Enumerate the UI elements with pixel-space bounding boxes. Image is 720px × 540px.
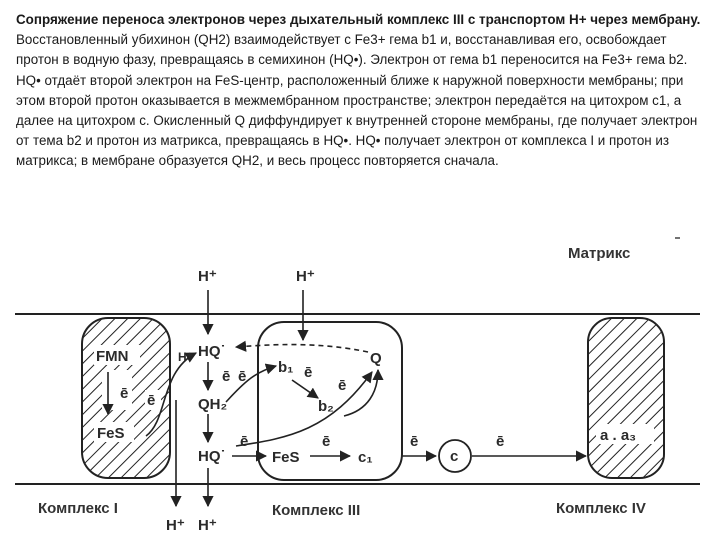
fes-center-label: FeS (272, 449, 300, 466)
description-title: Сопряжение переноса электронов через дых… (16, 12, 701, 27)
a-a3-label-bg (596, 424, 654, 444)
h-plus-left-inner: H⁺ (178, 350, 193, 364)
central-electron-2: ē (238, 368, 246, 385)
h-plus-bottom-left: H⁺ (166, 517, 185, 534)
complex-iv-label: Комплекс IV (556, 500, 646, 517)
fes-left-label: FeS (97, 425, 125, 442)
hq-bottom-label: HQ˙ (198, 448, 226, 465)
b2-to-q-curve (343, 368, 384, 417)
c-complex-iv-electron: ē (496, 433, 504, 450)
q-label: Q (370, 350, 382, 367)
fes-left-label-bg (94, 422, 134, 442)
description-body: Восстановленный убихинон (QH2) взаимодей… (16, 32, 698, 169)
complex-iii-box (257, 321, 403, 481)
complex-i-electron-1: ē (120, 385, 128, 402)
fmn-label: FMN (96, 348, 129, 365)
a-a3-label: a . a₃ (600, 427, 636, 444)
description-text: Сопряжение переноса электронов через дых… (16, 10, 706, 172)
qh2-label: QH₂ (198, 396, 227, 413)
q-to-hq-dashed (234, 340, 369, 353)
hq-to-q-curve (235, 371, 373, 447)
complex-iv-box (587, 317, 665, 479)
h-plus-top-right: H⁺ (296, 268, 315, 285)
matrix-label: Матрикс (568, 245, 630, 262)
complex-i-electron-bg (102, 370, 132, 410)
fes-c1-electron: ē (322, 433, 330, 450)
b1-label: b₁ (278, 359, 293, 376)
fes-to-hq-curve (145, 352, 197, 437)
h-plus-bottom-right: H⁺ (198, 517, 217, 534)
b1-to-b2-arrow (291, 379, 319, 399)
h-plus-top-left: H⁺ (198, 268, 217, 285)
b2-label: b₂ (318, 398, 334, 415)
hq-fes-electron: ē (240, 433, 248, 450)
c1-c-electron: ē (410, 433, 418, 450)
complex-i-electron-2-bg (145, 390, 161, 410)
b1-electron: ē (304, 364, 312, 381)
hq-top-label: HQ˙ (198, 343, 226, 360)
central-electron-1: ē (222, 368, 230, 385)
cytochrome-c-circle (438, 439, 472, 473)
c1-label: c₁ (358, 449, 373, 466)
complex-i-electron-2: ē (147, 392, 155, 409)
complex-iii-label: Комплекс III (272, 502, 360, 519)
fmn-label-bg (94, 345, 140, 365)
complex-i-label: Комплекс I (38, 500, 118, 517)
qh2-to-b1-curve (225, 363, 278, 403)
cytochrome-c-label: c (450, 448, 458, 465)
b2-electron: ē (338, 377, 346, 394)
